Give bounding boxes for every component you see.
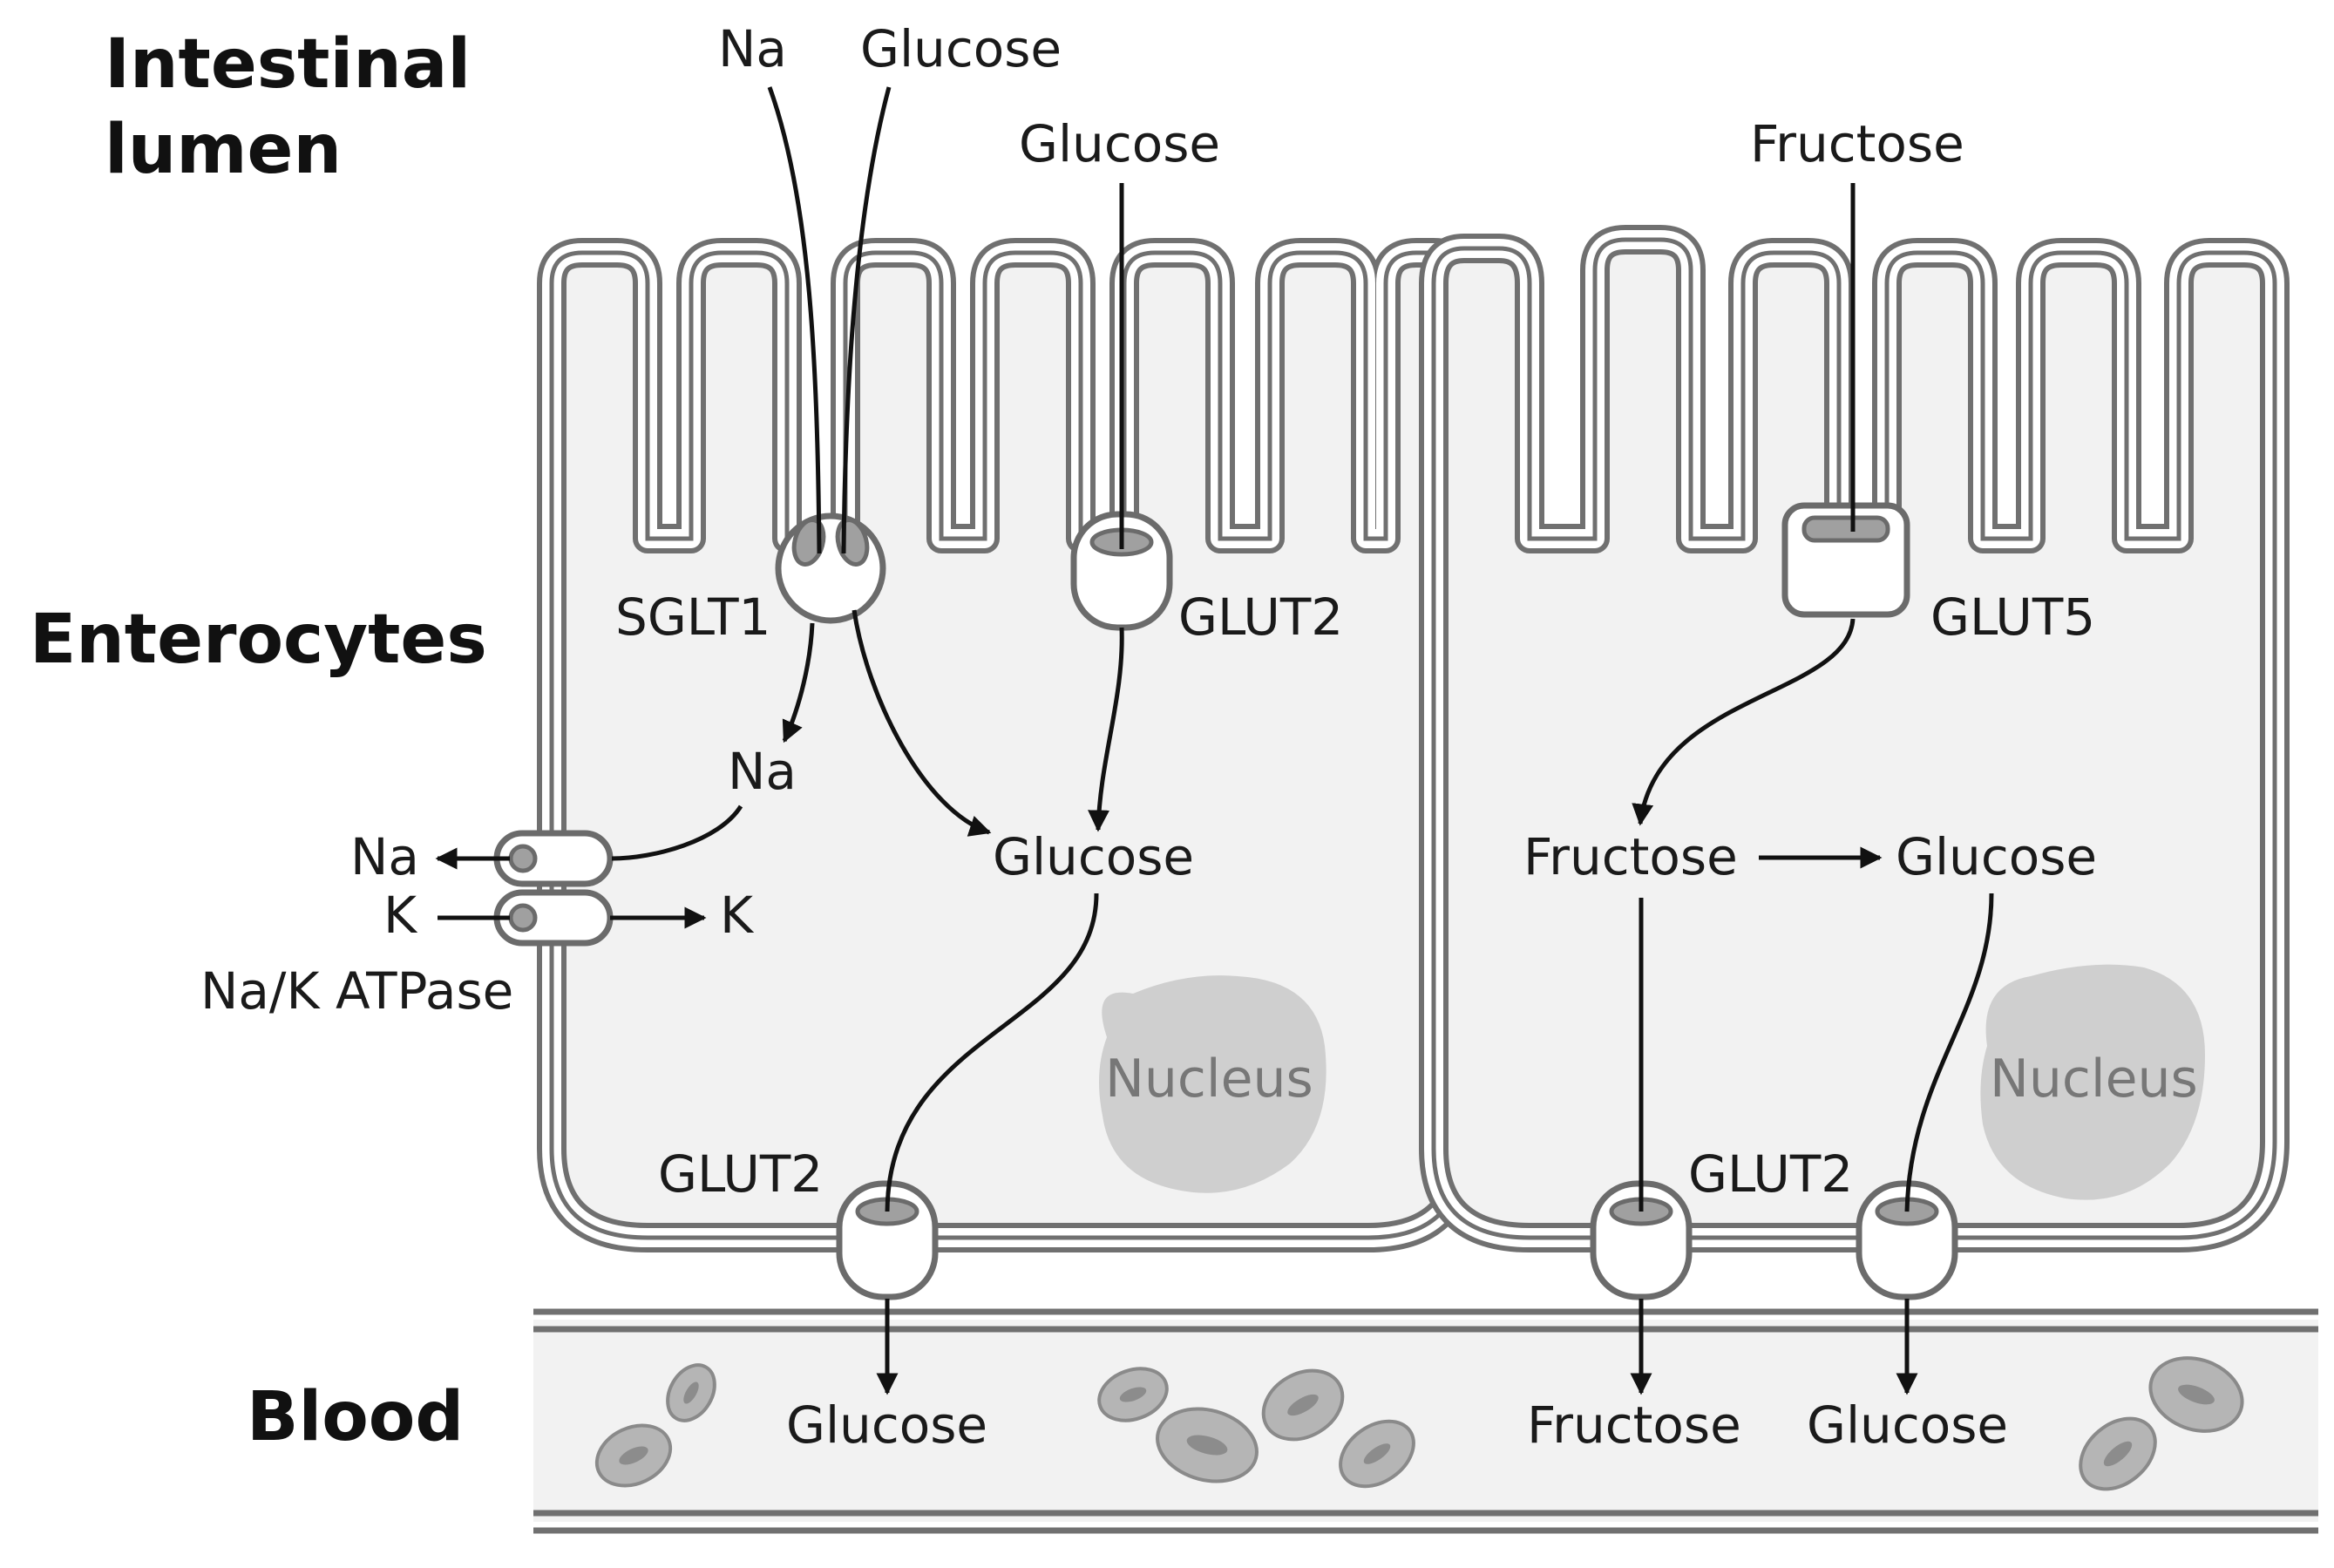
- red-blood-cell: [1339, 1419, 1415, 1489]
- glut2-basal-transporter-glucose: [1856, 1180, 1958, 1300]
- label-blood-fructose: Fructose: [1527, 1395, 1741, 1455]
- enterocyte-left: [537, 238, 1479, 1252]
- label-sglt1: SGLT1: [615, 587, 770, 647]
- label-pump-k-left: K: [383, 886, 418, 945]
- arrow-na-to-pump: [611, 804, 743, 861]
- label-glut2-basal-right: GLUT2: [1688, 1144, 1853, 1204]
- blood-vessel: [533, 1308, 2318, 1534]
- label-nucleus-right: Nucleus: [1990, 1049, 2198, 1110]
- label-glut5: GLUT5: [1930, 587, 2095, 647]
- glut5-transporter: [1781, 502, 1910, 618]
- arrow-glucose-glut2-to-cytoplasm: [1088, 627, 1124, 832]
- region-label-lumen-line1: Intestinal: [105, 25, 471, 104]
- label-cytoplasm-fructose: Fructose: [1523, 827, 1738, 886]
- arrow-fructose-glut5-to-cytoplasm: [1632, 618, 1856, 826]
- nucleus-left: [1099, 975, 1326, 1193]
- label-blood-glucose-right: Glucose: [1807, 1395, 2008, 1455]
- label-cytoplasm-glucose: Glucose: [993, 827, 1194, 886]
- label-blood-glucose-left: Glucose: [786, 1395, 987, 1455]
- label-na-k-atpase: Na/K ATPase: [200, 961, 513, 1021]
- red-blood-cell: [1156, 1407, 1259, 1483]
- label-nucleus-left: Nucleus: [1105, 1049, 1313, 1110]
- label-cytoplasm-na: Na: [728, 742, 797, 801]
- red-blood-cells: [594, 1356, 2244, 1491]
- arrow-na-into-cytoplasm: [782, 622, 815, 743]
- label-lumen-glucose-sglt: Glucose: [860, 19, 1062, 78]
- label-glut2-apical: GLUT2: [1178, 587, 1343, 647]
- label-lumen-na: Na: [718, 19, 787, 78]
- na-k-atpase-pump: [493, 830, 614, 947]
- sglt1-transporter: [775, 512, 886, 624]
- region-label-enterocytes: Enterocytes: [30, 601, 487, 679]
- label-lumen-glucose-glut2: Glucose: [1019, 114, 1220, 173]
- red-blood-cell: [1097, 1367, 1169, 1422]
- arrow-na-into-sglt1: [767, 86, 822, 554]
- arrow-glucose-into-sglt1: [841, 86, 892, 554]
- label-lumen-fructose: Fructose: [1750, 114, 1964, 173]
- flow-arrows: [435, 86, 1994, 1395]
- red-blood-cell: [666, 1363, 716, 1422]
- label-pump-na: Na: [350, 827, 419, 886]
- arrow-glucose-sglt1-to-cytoplasm: [852, 609, 992, 837]
- label-pump-k-right: K: [720, 886, 755, 945]
- red-blood-cell: [594, 1423, 673, 1488]
- red-blood-cell: [1261, 1368, 1345, 1442]
- red-blood-cell: [2079, 1416, 2157, 1491]
- arrow-glucose-to-basal-glut2: [885, 893, 1099, 1212]
- arrow-glucose-to-basal-glut2-right: [1904, 893, 1994, 1212]
- label-glut2-basal-left: GLUT2: [658, 1144, 823, 1204]
- red-blood-cell: [2148, 1356, 2244, 1433]
- region-label-blood: Blood: [247, 1378, 464, 1456]
- nucleus-right: [1980, 964, 2205, 1200]
- label-cytoplasm-glucose-right: Glucose: [1896, 827, 2097, 886]
- region-label-lumen-line2: lumen: [105, 111, 342, 189]
